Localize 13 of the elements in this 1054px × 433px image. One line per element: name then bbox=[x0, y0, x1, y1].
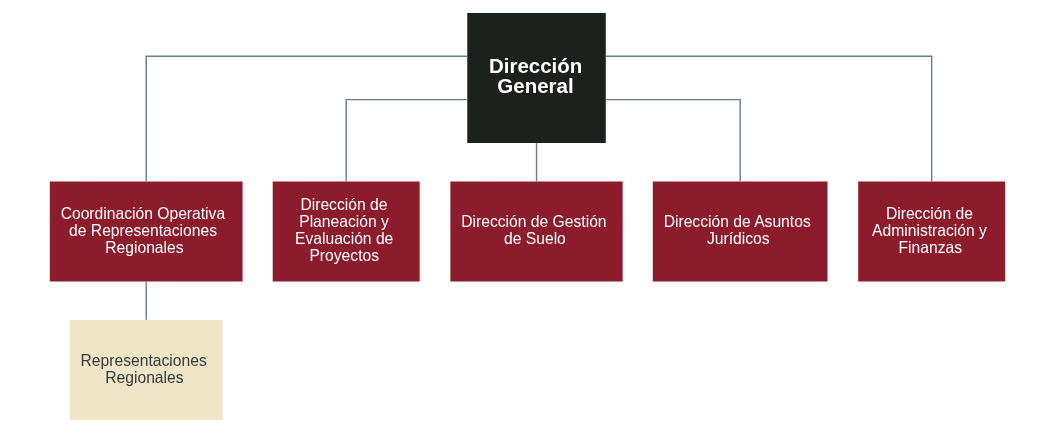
node-box: Representaciones Regionales bbox=[69, 320, 223, 421]
connector bbox=[144, 280, 147, 321]
connector bbox=[604, 98, 741, 183]
node-box: Dirección de Asuntos Jurídicos bbox=[652, 181, 827, 282]
node-box: Dirección de Planeación y Evaluación de Proyectos bbox=[272, 181, 420, 282]
connector bbox=[604, 55, 932, 183]
connector bbox=[535, 142, 537, 182]
node-box: Coordinación Operativa de Representaciones Regionales bbox=[49, 181, 243, 282]
connector bbox=[144, 55, 468, 183]
node-box: Dirección de Administración y Finanzas bbox=[857, 181, 1005, 282]
node-box: Dirección de Gestión de Suelo bbox=[449, 181, 623, 282]
connector bbox=[344, 98, 467, 183]
node-box: Dirección General bbox=[466, 12, 606, 143]
